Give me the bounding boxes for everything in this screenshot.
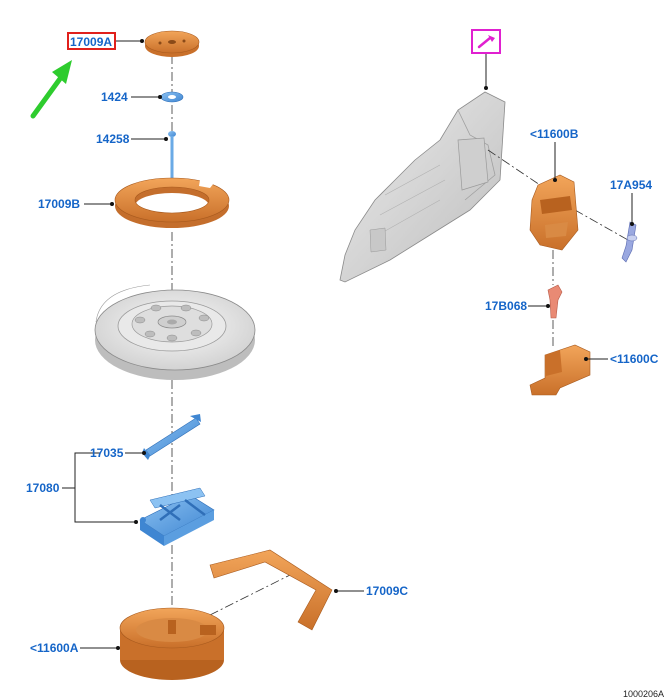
- label-17035[interactable]: 17035: [90, 446, 124, 460]
- part-17b068-pin[interactable]: [547, 284, 563, 319]
- label-11600a[interactable]: <11600A: [30, 641, 79, 655]
- part-17080-jack[interactable]: [139, 487, 215, 546]
- drawing-id: 1000206A: [623, 689, 664, 697]
- part-17009b-ring[interactable]: [114, 177, 230, 228]
- green-arrow-icon: [30, 60, 72, 119]
- part-11600c-block[interactable]: [529, 344, 591, 396]
- part-quarter-trim-panel[interactable]: [339, 91, 506, 283]
- label-11600b[interactable]: <11600B: [530, 127, 579, 141]
- label-17080[interactable]: 17080: [26, 481, 60, 495]
- part-labels: 17009A 1424 14258 17009B 17035 17080 170…: [26, 35, 664, 697]
- part-11600a-tray[interactable]: [119, 607, 225, 680]
- part-1424-washer[interactable]: [160, 91, 184, 103]
- label-17b068[interactable]: 17B068: [485, 299, 527, 313]
- label-14258[interactable]: 14258: [96, 132, 130, 146]
- wrench-callout-icon[interactable]: [471, 29, 501, 54]
- label-17009c[interactable]: 17009C: [366, 584, 408, 598]
- label-17009b[interactable]: 17009B: [38, 197, 80, 211]
- leader-lines: [62, 39, 634, 650]
- part-17035-jack-handle[interactable]: [142, 414, 201, 460]
- part-17a954-clip[interactable]: [621, 221, 638, 263]
- label-1424[interactable]: 1424: [101, 90, 128, 104]
- part-spare-tire[interactable]: [94, 284, 256, 380]
- part-11600b-bracket[interactable]: [529, 174, 579, 251]
- part-14258-bolt[interactable]: [168, 131, 176, 178]
- label-17009a[interactable]: 17009A: [70, 35, 112, 49]
- part-17009c-bracket[interactable]: [209, 549, 333, 631]
- label-11600c[interactable]: <11600C: [610, 352, 659, 366]
- label-17a954[interactable]: 17A954: [610, 178, 652, 192]
- highlight-box: [67, 32, 116, 50]
- right-assembly-axis: [487, 149, 629, 348]
- part-17009a-disc[interactable]: [144, 30, 200, 57]
